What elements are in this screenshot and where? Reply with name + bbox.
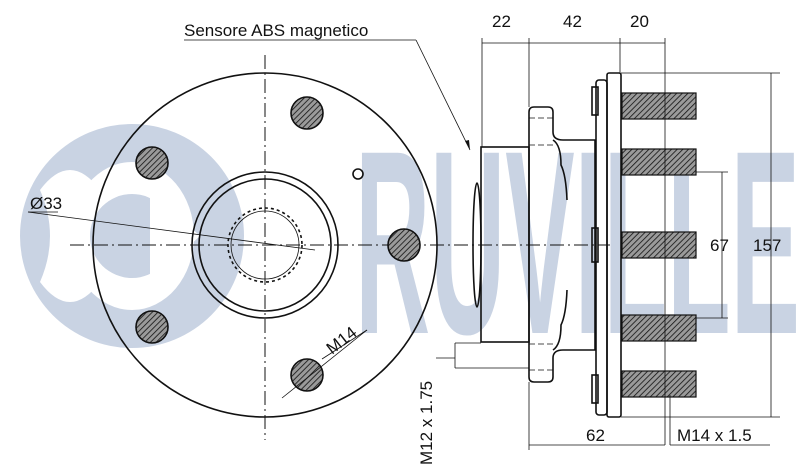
- spline: [227, 207, 303, 283]
- watermark-logo: [20, 124, 244, 348]
- wheel-stud: [621, 370, 697, 398]
- small-hole: [352, 168, 364, 180]
- stud-thread-label: M14 x 1.5: [677, 426, 752, 445]
- diameter-label: Ø33: [30, 194, 62, 213]
- wheel-stud: [621, 148, 697, 176]
- bolt-hole: [135, 146, 169, 180]
- side-view: [472, 72, 697, 418]
- wheel-stud: [621, 231, 697, 259]
- bolt-hole: [387, 228, 421, 262]
- dim-62: 62: [586, 426, 605, 445]
- dim-42: 42: [563, 12, 582, 31]
- watermark-text: RUVILLE: [355, 96, 800, 389]
- hub-plate-outer: [606, 72, 622, 418]
- sensor-label: Sensore ABS magnetico: [184, 21, 368, 40]
- bolt-hole: [135, 310, 169, 344]
- front-view: [27, 55, 610, 440]
- dim-67: 67: [710, 236, 729, 255]
- flange-outline: [92, 72, 438, 418]
- wheel-studs: [621, 92, 697, 398]
- hub-flange: [528, 106, 596, 383]
- dim-157: 157: [753, 236, 781, 255]
- wheel-stud: [621, 92, 697, 120]
- bolt-hole: [290, 96, 324, 130]
- bolt-hole: [290, 358, 324, 392]
- dimension-lines: [436, 38, 780, 450]
- dim-22: 22: [492, 12, 511, 31]
- side-thread-label: M12 x 1.75: [417, 381, 436, 465]
- wheel-stud: [621, 314, 697, 342]
- bolt-holes: [135, 96, 421, 392]
- dim-20: 20: [630, 12, 649, 31]
